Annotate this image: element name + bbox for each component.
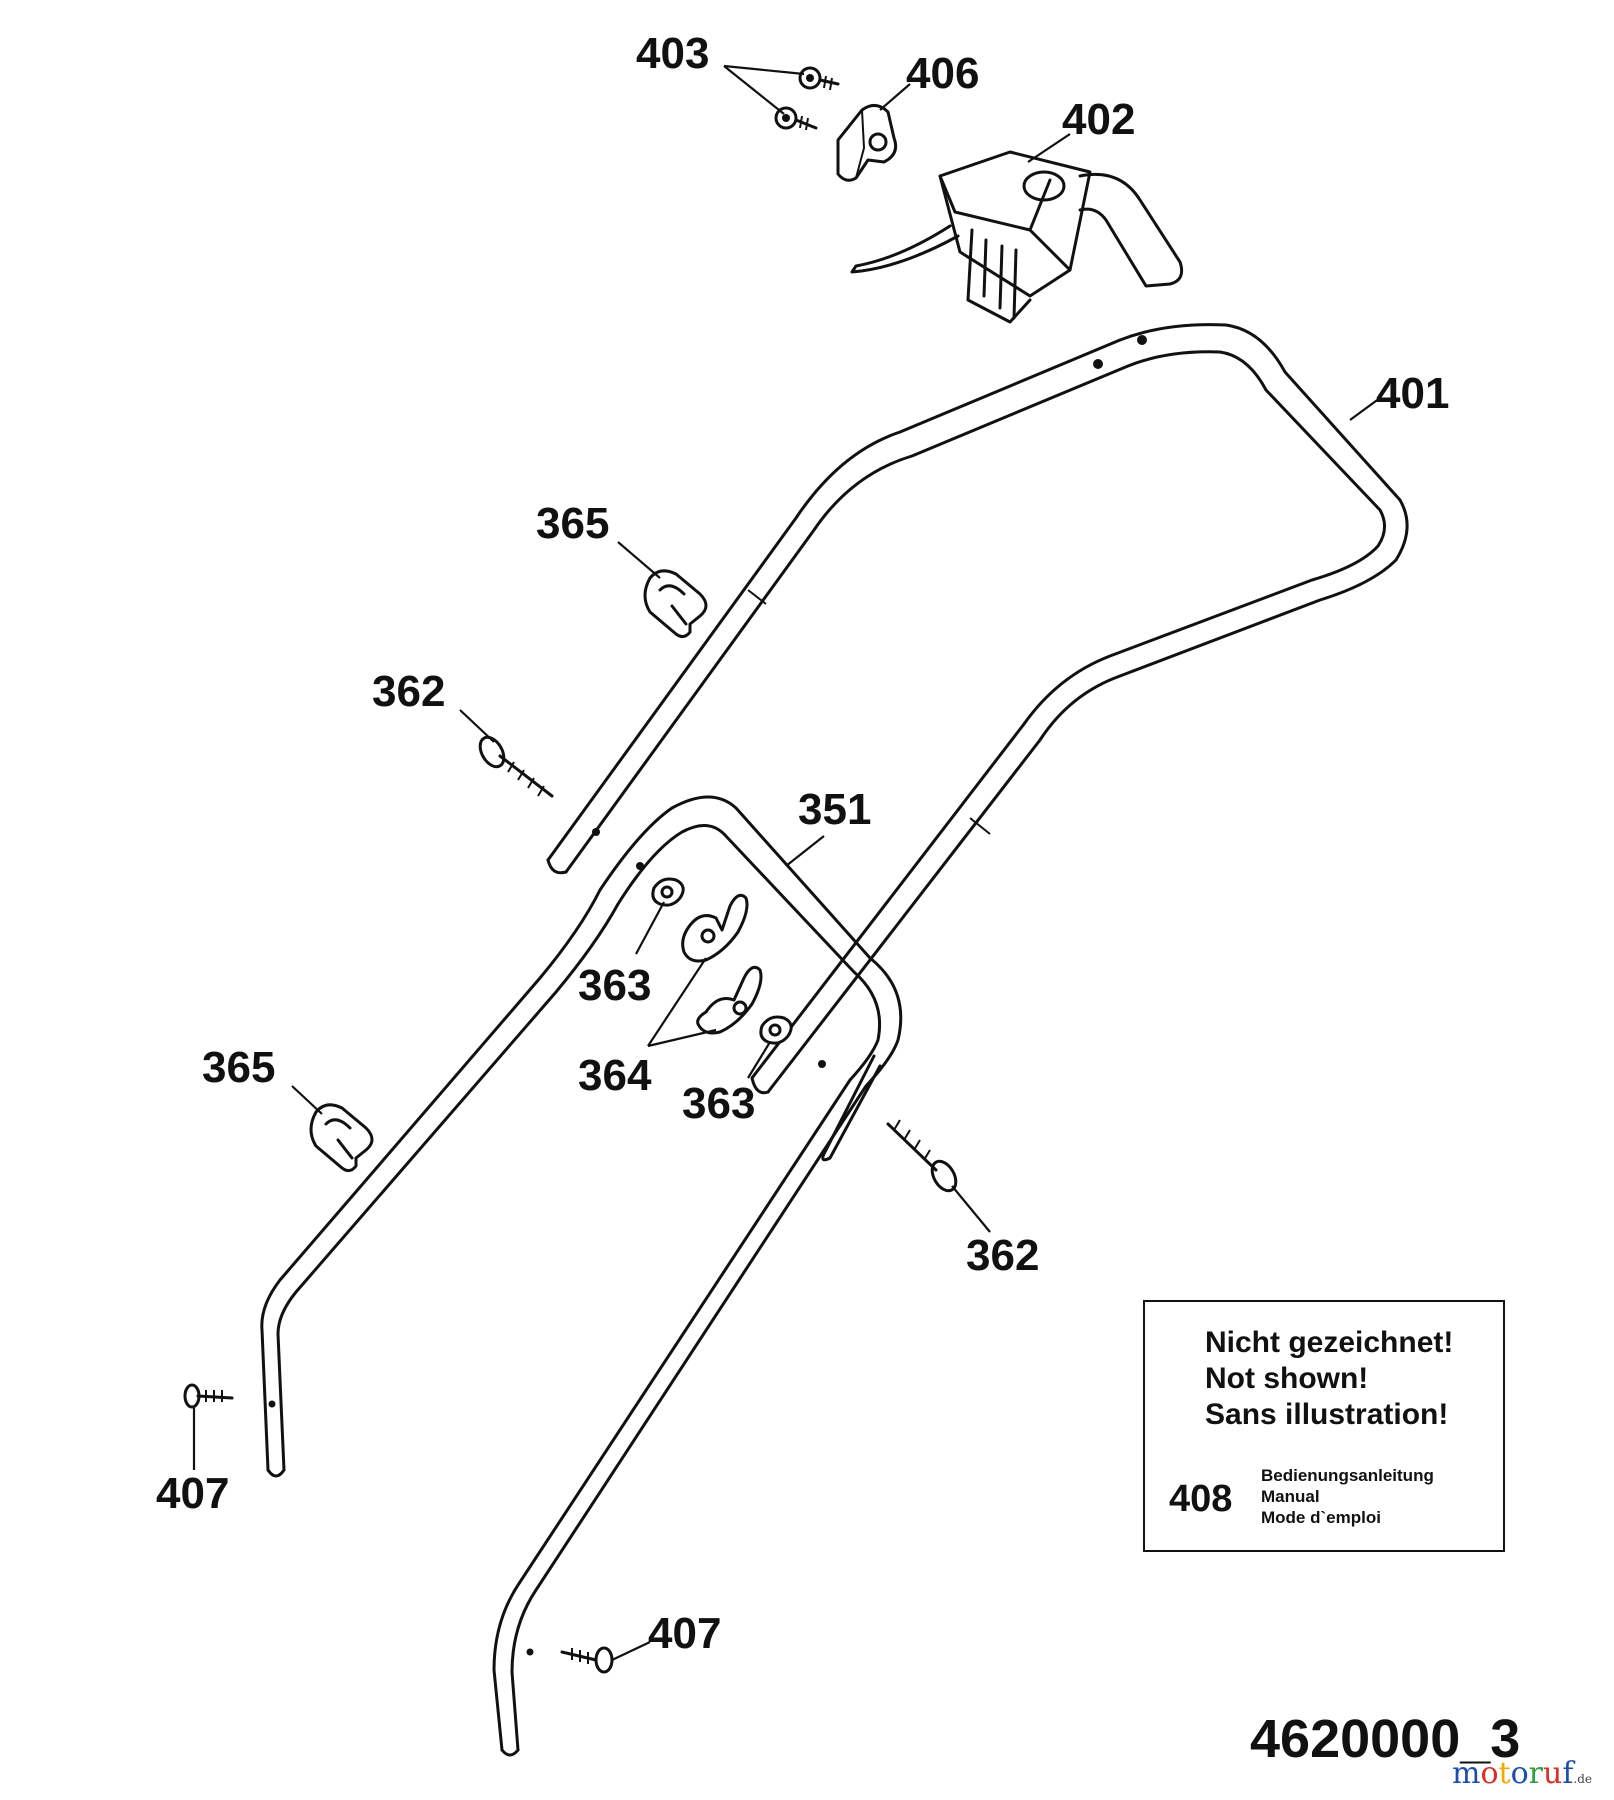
label-406: 406: [906, 49, 979, 98]
label-363-right: 363: [682, 1079, 755, 1128]
lower-handle-351: [260, 795, 903, 1757]
label-351: 351: [798, 785, 871, 834]
watermark-letter: u: [1542, 1756, 1563, 1791]
label-365-upper: 365: [536, 499, 609, 548]
cable-clamp-365-upper: [643, 569, 708, 639]
screw-407-right: [560, 1646, 614, 1674]
watermark-letter: t: [1498, 1756, 1511, 1791]
screw-403-upper: [798, 66, 840, 91]
label-407-left: 407: [156, 1469, 229, 1518]
site-watermark: motoruf.de: [1452, 1756, 1592, 1791]
bolt-362-lower: [886, 1119, 958, 1193]
label-401: 401: [1376, 369, 1449, 418]
washer-363-right: [759, 1015, 793, 1045]
watermark-suffix: .de: [1573, 1772, 1593, 1786]
bolt-362-upper: [478, 735, 554, 798]
label-363-left: 363: [578, 961, 651, 1010]
label-362-lower: 362: [966, 1231, 1039, 1280]
note-item-en: Manual: [1261, 1487, 1320, 1506]
label-407-right: 407: [648, 1609, 721, 1658]
note-line-fr: Sans illustration!: [1205, 1398, 1449, 1431]
watermark-letter: r: [1528, 1756, 1543, 1791]
note-line-en: Not shown!: [1205, 1362, 1369, 1395]
wing-nut-364-upper: [681, 893, 749, 963]
wing-nut-364-lower: [696, 965, 763, 1035]
note-item-number: 408: [1169, 1478, 1233, 1520]
note-item-de: Bedienungsanleitung: [1261, 1466, 1434, 1485]
switch-housing-402: [850, 150, 1184, 324]
label-364: 364: [578, 1051, 652, 1100]
note-line-de: Nicht gezeichnet!: [1205, 1326, 1454, 1359]
cable-clamp-365-lower: [309, 1103, 374, 1173]
watermark-letter: f: [1562, 1756, 1574, 1791]
label-403: 403: [636, 29, 709, 78]
label-362-upper: 362: [372, 667, 445, 716]
watermark-text: motoruf: [1452, 1756, 1573, 1791]
leader-lines: [192, 64, 1381, 1661]
watermark-letter: o: [1510, 1756, 1529, 1791]
screw-407-left: [183, 1383, 234, 1409]
drawing-number: 4620000_3: [1250, 1709, 1521, 1769]
note-item-fr: Mode d`emploi: [1261, 1508, 1381, 1527]
cable-clip-406: [836, 104, 898, 182]
watermark-letter: o: [1480, 1756, 1499, 1791]
upper-handle-401: [546, 323, 1409, 1095]
not-shown-note-box: Nicht gezeichnet! Not shown! Sans illust…: [1143, 1300, 1505, 1552]
watermark-letter: m: [1452, 1756, 1481, 1791]
washer-363-left: [651, 877, 685, 907]
label-365-lower: 365: [202, 1043, 275, 1092]
label-402: 402: [1062, 95, 1135, 144]
